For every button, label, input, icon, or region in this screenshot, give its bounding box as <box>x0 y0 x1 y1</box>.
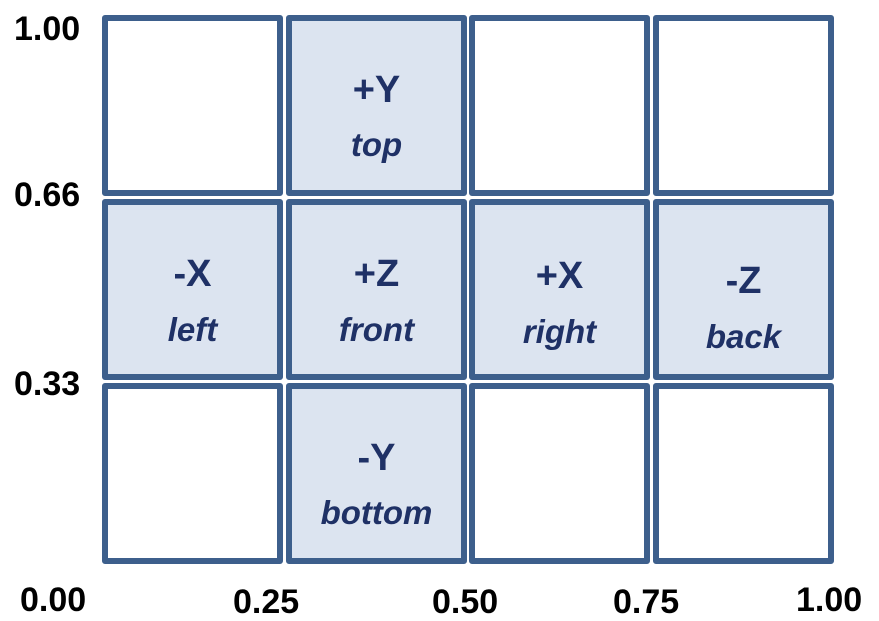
face-axis-label: +X <box>535 255 584 297</box>
grid-cell-empty <box>102 15 283 196</box>
grid-cell-empty <box>469 383 650 564</box>
x-tick-0-50: 0.50 <box>432 583 499 621</box>
face-name-label: left <box>167 311 218 348</box>
face-name-label: bottom <box>320 494 433 531</box>
grid-cell-empty <box>469 15 650 196</box>
face-axis-label: +Z <box>353 253 400 295</box>
grid-cell-empty <box>102 383 283 564</box>
cube-face-bottom: -Y bottom <box>286 383 467 564</box>
cube-face-left: -X left <box>102 199 283 380</box>
y-tick-0-66: 0.66 <box>14 176 81 214</box>
x-tick-0-25: 0.25 <box>233 583 300 621</box>
face-name-label: right <box>522 313 597 350</box>
x-tick-0-75: 0.75 <box>613 583 680 621</box>
cube-face-top: +Y top <box>286 15 467 196</box>
y-tick-0-00: 0.00 <box>20 581 87 619</box>
x-tick-1-00: 1.00 <box>796 581 863 619</box>
face-axis-label: +Y <box>352 69 401 111</box>
y-tick-0-33: 0.33 <box>14 365 81 403</box>
face-axis-label: -Z <box>725 260 762 302</box>
face-axis-label: -Y <box>357 437 396 479</box>
cube-face-right: +X right <box>469 199 650 380</box>
grid-cell-empty <box>653 383 834 564</box>
face-name-label: top <box>350 126 403 163</box>
face-name-label: front <box>338 311 415 348</box>
face-name-label: back <box>705 318 782 355</box>
face-axis-label: -X <box>173 253 212 295</box>
y-tick-1-00: 1.00 <box>14 10 81 48</box>
cube-face-front: +Z front <box>286 199 467 380</box>
cube-face-back: -Z back <box>653 199 834 380</box>
grid-cell-empty <box>653 15 834 196</box>
